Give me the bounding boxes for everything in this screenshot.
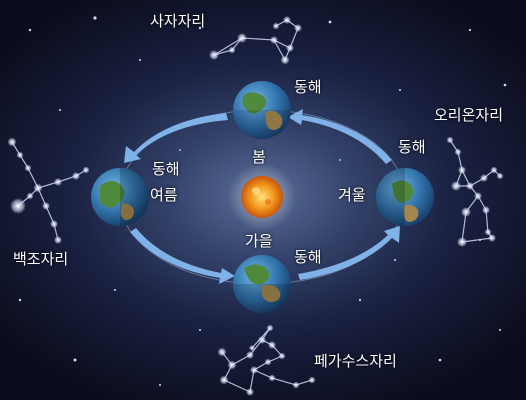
- constellation-leo: [209, 16, 302, 65]
- constellation-label-cygnus: 백조자리: [13, 250, 69, 268]
- earth-spring-icon: [233, 81, 291, 139]
- background-stars: [18, 16, 507, 386]
- constellation-cygnus: [7, 137, 90, 244]
- constellation-label-pegasus: 페가수스자리: [314, 352, 397, 370]
- earth-summer-icon: [91, 168, 149, 226]
- direction-label-winter: 동해: [398, 138, 426, 156]
- direction-label-spring: 동해: [294, 78, 322, 96]
- constellation-label-orion: 오리온자리: [434, 106, 504, 124]
- season-label-winter: 겨울: [338, 186, 366, 204]
- season-label-summer: 여름: [150, 186, 178, 204]
- orbit-arrows: [124, 109, 400, 284]
- constellation-label-leo: 사자자리: [150, 12, 206, 30]
- arrow-autumn-to-winter: [298, 226, 400, 280]
- arrow-winter-to-spring: [288, 109, 392, 164]
- direction-label-summer: 동해: [152, 160, 180, 178]
- earth-autumn-icon: [233, 255, 291, 313]
- constellation-orion: [446, 136, 504, 247]
- sun-icon: [228, 163, 296, 231]
- season-label-spring: 봄: [252, 148, 266, 166]
- earth-winter-icon: [376, 168, 434, 226]
- season-label-autumn: 가을: [245, 232, 273, 250]
- direction-label-autumn: 동해: [294, 248, 322, 266]
- arrow-spring-to-summer: [124, 113, 228, 163]
- arrow-summer-to-autumn: [130, 228, 235, 284]
- constellation-pegasus: [217, 324, 316, 396]
